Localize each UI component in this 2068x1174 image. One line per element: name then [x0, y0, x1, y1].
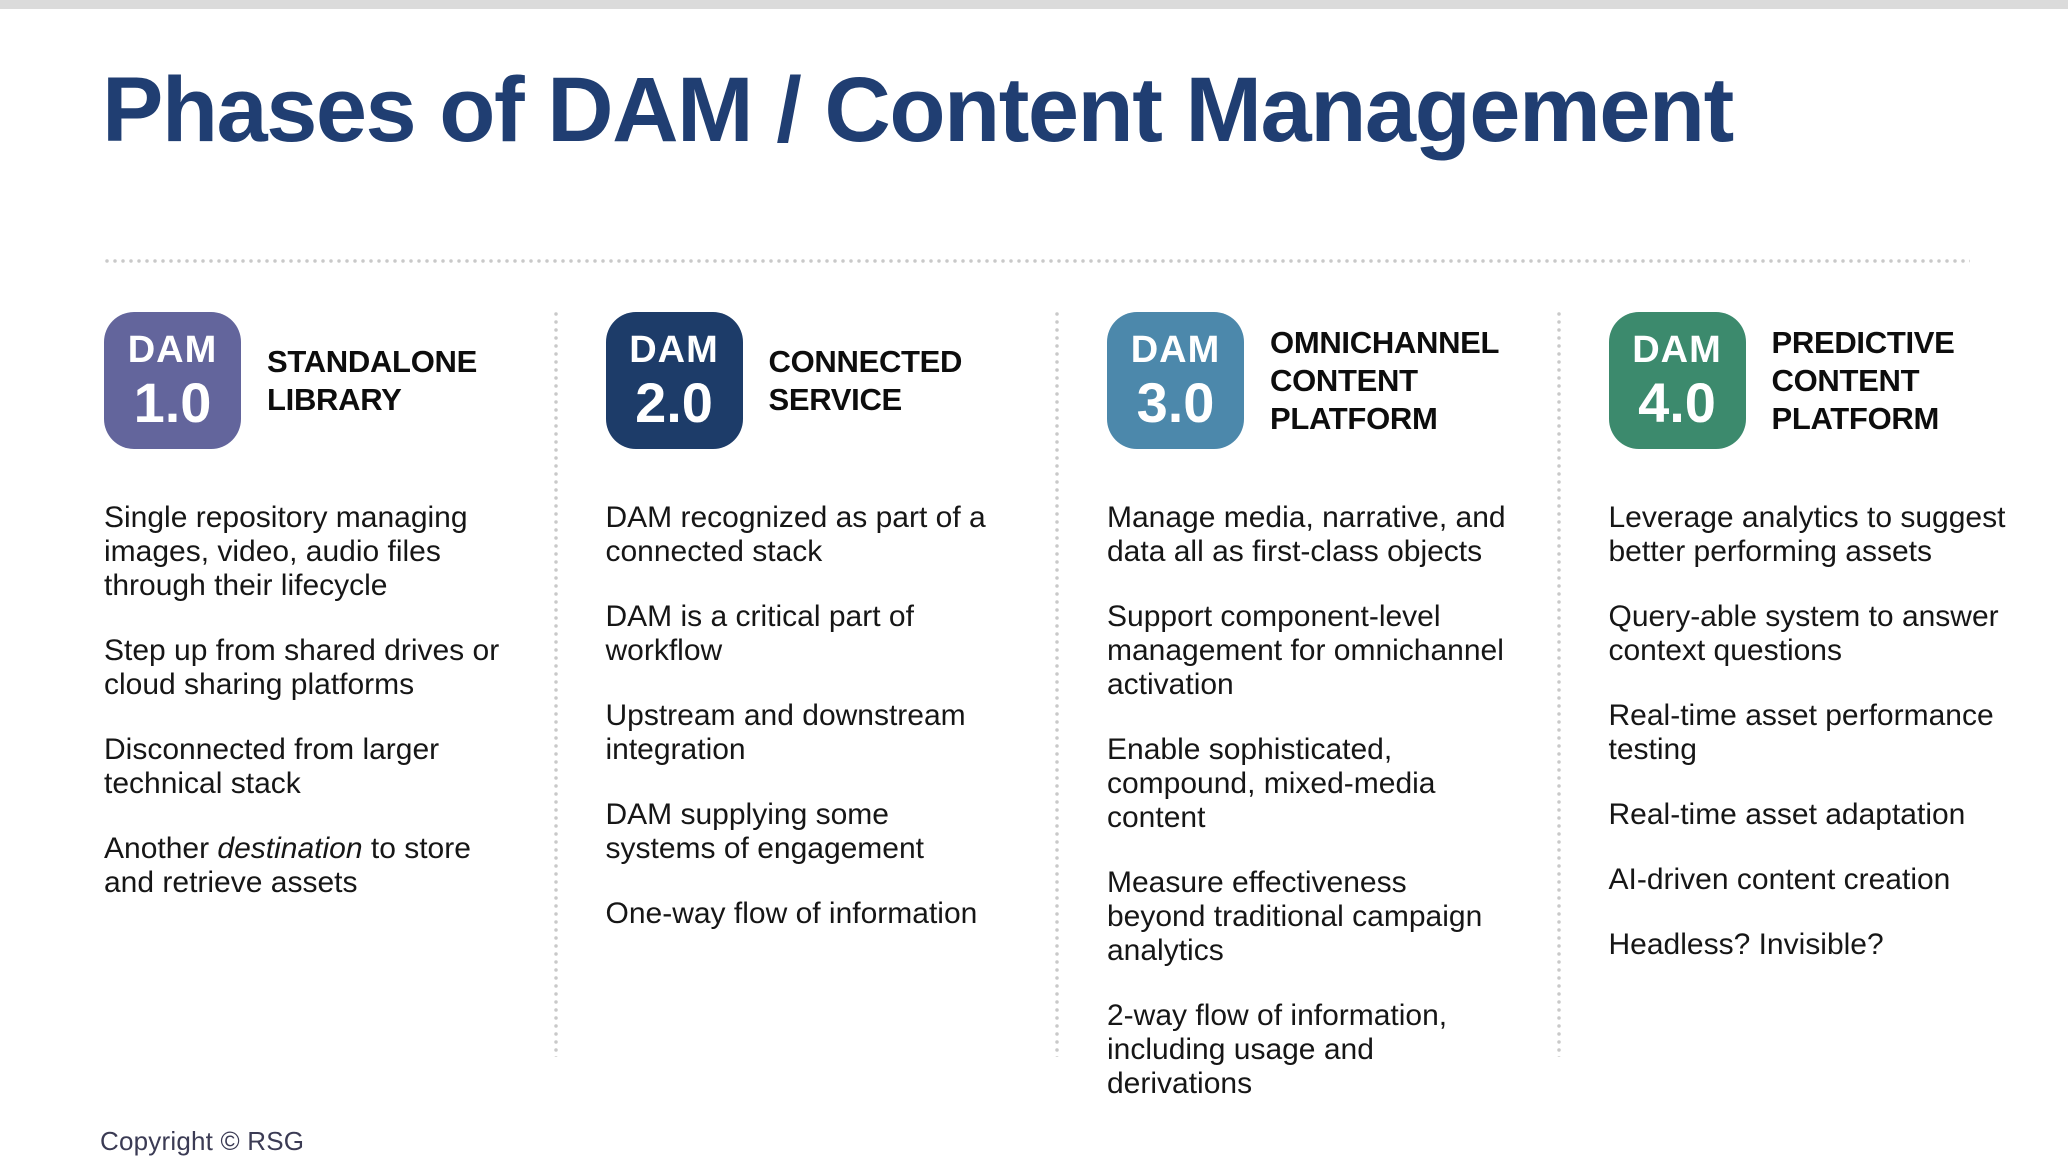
bullet-item: Query-able system to answer context ques…: [1608, 600, 1999, 667]
bullet-list: Manage media, narrative, and data all as…: [1107, 501, 1509, 1101]
bullet-list: Leverage analytics to suggest better per…: [1609, 501, 2011, 962]
bullet-list: Single repository managing images, video…: [104, 501, 506, 900]
bullet-item: Measure effectiveness beyond traditional…: [1107, 866, 1483, 967]
dam-version-badge: DAM 3.0: [1107, 312, 1244, 449]
phase-heading: PREDICTIVE CONTENT PLATFORM: [1771, 324, 1955, 436]
bullet-list: DAM recognized as part of a connected st…: [606, 501, 1008, 931]
bullet-item: One-way flow of information: [605, 897, 978, 930]
bullet-item: Support component-level management for o…: [1107, 600, 1504, 701]
phase-columns: DAM 1.0 STANDALONE LIBRARY Single reposi…: [104, 312, 2010, 1132]
phase-column-header: DAM 3.0 OMNICHANNEL CONTENT PLATFORM: [1107, 312, 1509, 449]
copyright-text: Copyright © RSG: [100, 1126, 305, 1156]
badge-version: 4.0: [1638, 370, 1716, 434]
phase-heading: STANDALONE LIBRARY: [267, 343, 477, 417]
phase-column: DAM 2.0 CONNECTED SERVICE DAM recognized…: [605, 312, 1008, 962]
vertical-dotted-divider: [553, 312, 558, 1057]
badge-label: DAM: [629, 328, 719, 371]
badge-version: 1.0: [133, 370, 212, 434]
bullet-item: Real-time asset adaptation: [1608, 798, 1966, 831]
badge-label: DAM: [1632, 328, 1722, 371]
bullet-item: Manage media, narrative, and data all as…: [1107, 501, 1506, 568]
phase-column: DAM 3.0 OMNICHANNEL CONTENT PLATFORM Man…: [1107, 312, 1509, 1132]
badge-version: 2.0: [635, 370, 713, 434]
bullet-item: 2-way flow of information, including usa…: [1107, 999, 1448, 1100]
page-title: Phases of DAM / Content Management: [102, 59, 1734, 161]
horizontal-dotted-divider: [105, 259, 1970, 263]
vertical-dotted-divider: [1556, 312, 1561, 1057]
bullet-item: Real-time asset performance testing: [1608, 699, 1994, 766]
bullet-item: Upstream and downstream integration: [605, 699, 966, 766]
dam-version-badge: DAM 4.0: [1608, 312, 1746, 449]
bullet-item: Headless? Invisible?: [1608, 928, 1884, 961]
vertical-dotted-divider: [1055, 312, 1059, 1057]
bullet-item: DAM supplying some systems of engagement: [605, 798, 925, 865]
bullet-item: Disconnected from larger technical stack: [104, 733, 440, 800]
bullet-item: Leverage analytics to suggest better per…: [1608, 501, 2006, 568]
phase-column-header: DAM 1.0 STANDALONE LIBRARY: [104, 312, 506, 449]
bullet-item: Single repository managing images, video…: [104, 501, 468, 602]
phase-column: DAM 4.0 PREDICTIVE CONTENT PLATFORM Leve…: [1608, 312, 2011, 993]
badge-version: 3.0: [1136, 370, 1215, 434]
bullet-item: DAM is a critical part of workflow: [605, 600, 914, 667]
top-window-bar: [0, 0, 2068, 9]
phase-heading: CONNECTED SERVICE: [768, 343, 963, 417]
bullet-item: DAM recognized as part of a connected st…: [605, 501, 986, 568]
dam-version-badge: DAM 1.0: [104, 312, 241, 449]
badge-label: DAM: [1130, 328, 1221, 371]
bullet-item: Another destination to store and retriev…: [104, 832, 471, 899]
bullet-item: Step up from shared drives or cloud shar…: [104, 634, 500, 701]
phase-column-header: DAM 4.0 PREDICTIVE CONTENT PLATFORM: [1608, 312, 2011, 449]
badge-label: DAM: [127, 328, 218, 371]
bullet-item: Enable sophisticated, compound, mixed-me…: [1107, 733, 1436, 834]
bullet-item: AI-driven content creation: [1608, 863, 1951, 896]
dam-version-badge: DAM 2.0: [605, 312, 743, 449]
phase-column-header: DAM 2.0 CONNECTED SERVICE: [605, 312, 1008, 449]
phase-column: DAM 1.0 STANDALONE LIBRARY Single reposi…: [104, 312, 506, 931]
phase-heading: OMNICHANNEL CONTENT PLATFORM: [1270, 324, 1499, 436]
